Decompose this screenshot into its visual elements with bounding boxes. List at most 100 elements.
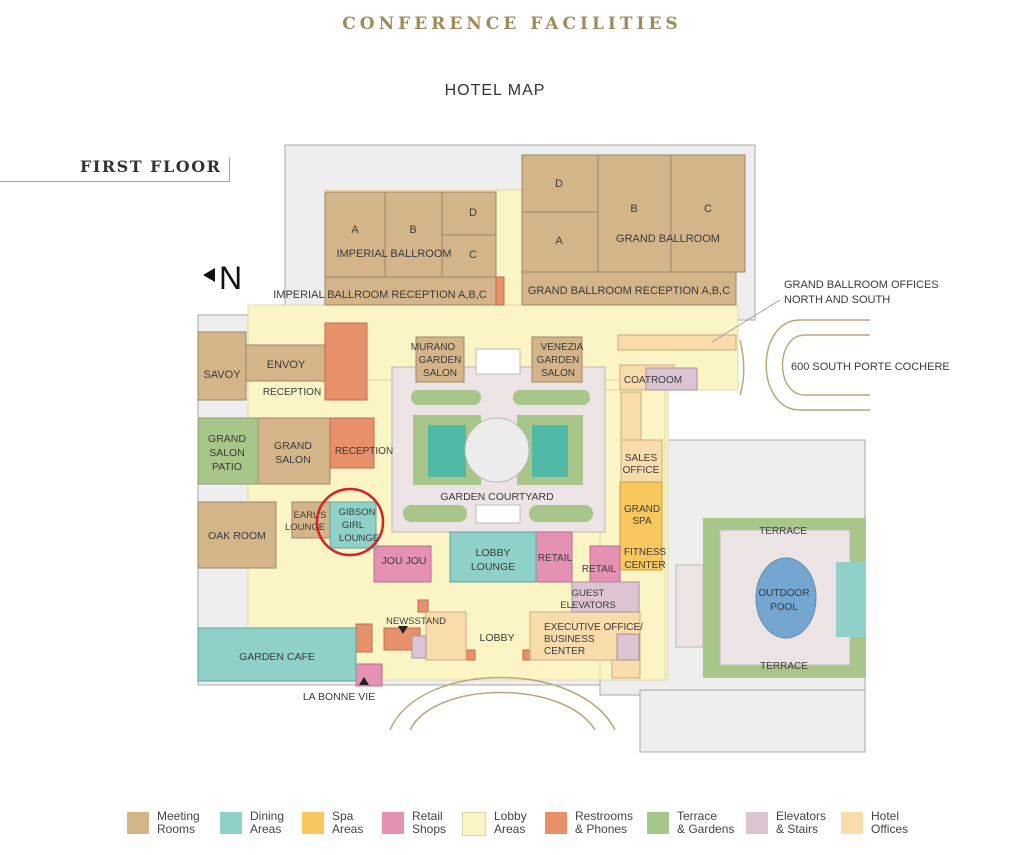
label-grand-ballroom-offices-2: NORTH AND SOUTH <box>784 294 890 306</box>
label-grand-ballroom-offices-1: GRAND BALLROOM OFFICES <box>784 279 939 291</box>
room-labels: A B D C IMPERIAL BALLROOM IMPERIAL BALLR… <box>203 178 949 703</box>
label-grand-b: B <box>630 203 637 215</box>
legend-item-meeting: Meeting Rooms <box>127 810 200 835</box>
label-pool-2: POOL <box>770 602 798 613</box>
label-lobby: LOBBY <box>479 632 514 644</box>
label-imperial-c: C <box>469 249 477 261</box>
north-indicator: N <box>219 260 243 296</box>
legend-item-elevators: Elevators & Stairs <box>746 810 826 835</box>
legend-label: Retail Shops <box>412 809 447 836</box>
legend-label: Lobby Areas <box>494 809 527 836</box>
label-imperial-ballroom: IMPERIAL BALLROOM <box>336 248 451 260</box>
label-sales-2: OFFICE <box>623 465 660 476</box>
label-earls-1: EARL'S <box>294 510 327 521</box>
legend-item-restrooms: Restrooms & Phones <box>545 810 633 835</box>
legend-item-retail: Retail Shops <box>382 810 446 835</box>
legend-swatch <box>462 812 486 836</box>
label-grand-a: A <box>555 235 563 247</box>
label-fitness-1: FITNESS <box>624 547 667 558</box>
legend-swatch <box>220 812 242 834</box>
legend-label: Hotel Offices <box>871 809 909 836</box>
label-lobby-lounge-1: LOBBY <box>475 547 510 559</box>
terrace-gardens <box>197 417 259 485</box>
elevators-stairs <box>411 367 698 661</box>
floor-label: FIRST FLOOR <box>80 157 222 176</box>
label-jou-jou: JOU JOU <box>382 555 427 567</box>
label-retail-2: RETAIL <box>582 564 617 575</box>
floor-label-rule-end <box>229 157 230 182</box>
floor-label-rule <box>0 181 229 182</box>
label-imperial-a: A <box>351 224 359 236</box>
label-coatroom: COATROOM <box>624 375 682 386</box>
legend-item-dining: Dining Areas <box>220 810 284 835</box>
legend-label: Meeting Rooms <box>157 809 200 836</box>
label-gsp-2: SALON <box>209 447 245 459</box>
label-grand-d: D <box>555 178 563 190</box>
label-imperial-reception: IMPERIAL BALLROOM RECEPTION A,B,C <box>273 289 487 301</box>
label-sales-1: SALES <box>625 453 658 464</box>
label-reception-2: RECEPTION <box>335 446 393 457</box>
legend-label: Terrace & Gardens <box>677 809 735 836</box>
label-fitness-2: CENTER <box>624 560 665 571</box>
map-subtitle: HOTEL MAP <box>444 82 546 99</box>
highlight-circle <box>315 487 385 557</box>
label-gsp-1: GRAND <box>208 433 246 445</box>
label-murano-1: MURANO <box>411 342 456 353</box>
label-venezia-3: SALON <box>541 368 575 379</box>
label-spa-1: GRAND <box>624 504 660 515</box>
legend-label: Restrooms & Phones <box>575 809 634 836</box>
label-gibson-3: LOUNGE <box>339 533 379 544</box>
label-murano-2: GARDEN <box>419 355 462 366</box>
retail-shops <box>355 531 621 687</box>
legend-swatch <box>382 812 404 834</box>
label-reception-1: RECEPTION <box>263 387 321 398</box>
label-guest-elevators-1: GUEST <box>572 588 605 599</box>
legend-label: Spa Areas <box>332 809 364 836</box>
meeting-rooms <box>197 154 746 569</box>
label-garden-courtyard: GARDEN COURTYARD <box>440 491 554 503</box>
label-gibson-2: GIRL <box>342 520 364 531</box>
label-gibson-1: GIBSON <box>339 507 376 518</box>
label-spa-2: SPA <box>632 516 652 527</box>
label-grand-salon-2: SALON <box>275 454 311 466</box>
legend-swatch <box>647 812 669 834</box>
label-porte-cochere: 600 SOUTH PORTE COCHERE <box>791 361 950 373</box>
label-garden-cafe: GARDEN CAFE <box>239 651 315 663</box>
legend-swatch <box>302 812 324 834</box>
label-grand-c: C <box>704 203 712 215</box>
label-la-bonne-vie: LA BONNE VIE <box>303 691 375 703</box>
legend: Meeting Rooms Dining Areas Spa Areas Ret… <box>127 810 947 842</box>
label-savoy: SAVOY <box>203 369 241 381</box>
legend-item-spa: Spa Areas <box>302 810 363 835</box>
label-retail-1: RETAIL <box>538 553 573 564</box>
label-imperial-b: B <box>409 224 416 236</box>
label-earls-2: LOUNGE <box>285 522 325 533</box>
label-guest-elevators-2: ELEVATORS <box>560 600 615 611</box>
label-lobby-lounge-2: LOUNGE <box>471 561 515 573</box>
label-terrace-top: TERRACE <box>759 526 807 537</box>
label-exec-1: EXECUTIVE OFFICE/ <box>544 622 643 633</box>
label-envoy: ENVOY <box>267 359 306 371</box>
north-arrow-icon <box>203 268 215 282</box>
label-grand-ballroom: GRAND BALLROOM <box>616 233 720 245</box>
label-exec-2: BUSINESS <box>544 634 595 645</box>
dining-areas <box>197 501 537 682</box>
label-grand-reception: GRAND BALLROOM RECEPTION A,B,C <box>528 285 730 297</box>
legend-item-lobby: Lobby Areas <box>462 810 527 836</box>
floor-plan: A B D C IMPERIAL BALLROOM IMPERIAL BALLR… <box>197 144 950 753</box>
label-pool-1: OUTDOOR <box>758 588 809 599</box>
spa-areas <box>619 481 663 571</box>
page-title: CONFERENCE FACILITIES <box>342 14 682 34</box>
pool-terrace <box>675 518 866 678</box>
label-gsp-3: PATIO <box>212 461 242 473</box>
label-terrace-bottom: TERRACE <box>760 661 808 672</box>
legend-swatch <box>545 812 567 834</box>
legend-item-terrace: Terrace & Gardens <box>647 810 734 835</box>
legend-label: Elevators & Stairs <box>776 809 827 836</box>
label-newsstand: NEWSSTAND <box>386 616 446 627</box>
label-venezia-1: VENEZIA <box>541 342 584 353</box>
garden-courtyard <box>391 348 606 533</box>
legend-swatch <box>746 812 768 834</box>
label-oak-room: OAK ROOM <box>208 530 266 542</box>
legend-item-offices: Hotel Offices <box>841 810 908 835</box>
